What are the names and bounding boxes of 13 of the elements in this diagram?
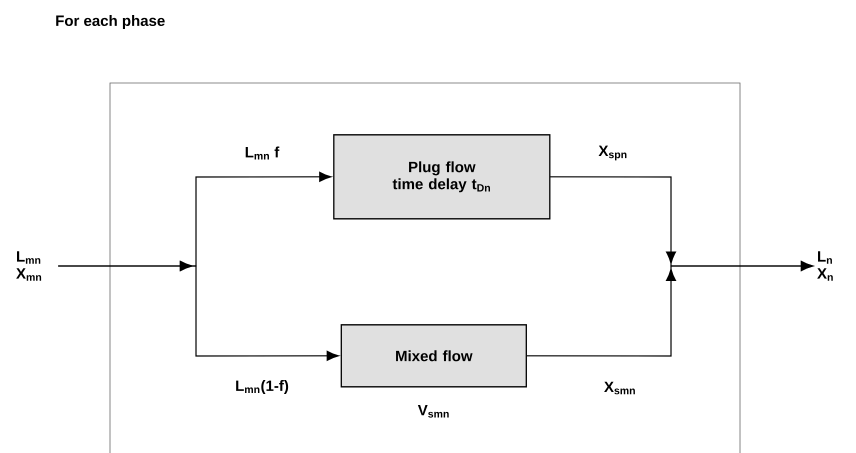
flow-label: L$_{n}$ X$_{n}$ (817, 251, 833, 281)
flow-label: L$_{mn}$ X$_{mn}$ (16, 251, 42, 281)
edge-label: X$_{smn}$ (604, 382, 635, 394)
process-box: Mixed flow (340, 324, 527, 388)
edge-label: X$_{spn}$ (598, 146, 626, 160)
edge-label: L$_{mn}$(1-f) (236, 380, 288, 394)
heading: For each phase (56, 15, 165, 29)
volume-label: V$_{smn}$ (418, 405, 449, 418)
frame (110, 82, 740, 453)
arrow (526, 260, 814, 357)
edge-label: L$_{mn}$ f (246, 146, 280, 160)
process-box: Plug flow time delay t$_{Dn}$ (333, 134, 550, 220)
arrow (58, 260, 339, 361)
